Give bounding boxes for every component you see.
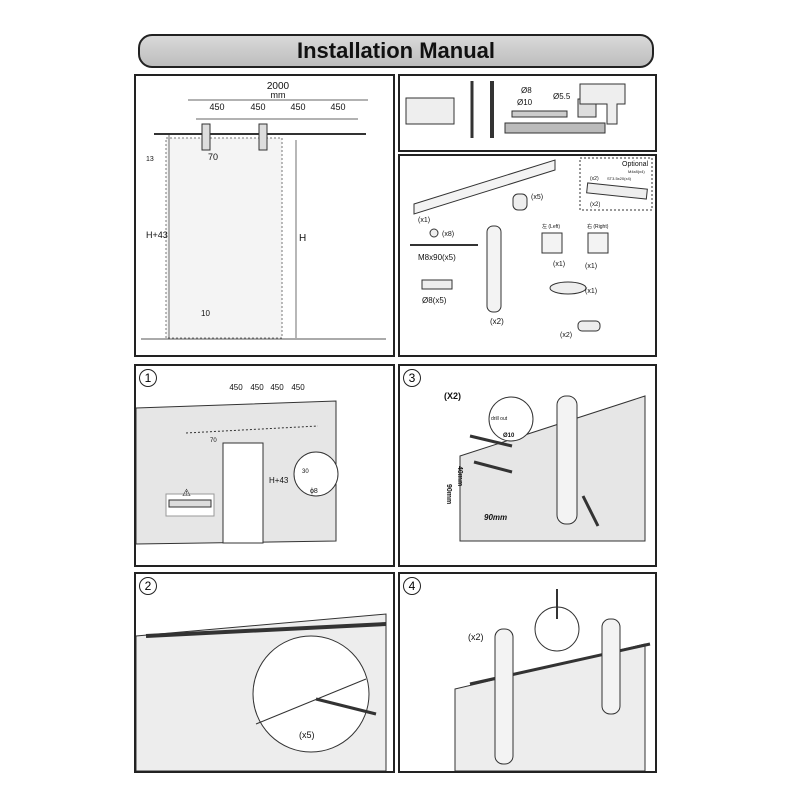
hanger-qty: (x2) [490, 317, 504, 326]
wrench-icon [511, 110, 568, 118]
stop-right-part [587, 232, 609, 254]
height-label: H+43 [269, 476, 289, 485]
drill-bit-label: Ø8 [521, 86, 532, 95]
power-drill-icon [579, 83, 626, 125]
rail-qty: (x1) [418, 217, 430, 224]
offset-70-label: 70 [210, 438, 217, 444]
detail-magnifier [293, 451, 339, 497]
drill-size-label: Ø10 [503, 433, 515, 439]
washer-qty: (x8) [442, 231, 454, 238]
drill-bit-label: Ø10 [517, 98, 533, 107]
hanger [494, 628, 514, 765]
offset-13-label: 13 [146, 156, 154, 163]
hanger [556, 395, 578, 525]
step-number: 3 [403, 369, 421, 387]
toolbox-icon [405, 97, 455, 125]
rail-part [413, 159, 556, 215]
spacing-label: 450 [270, 383, 284, 392]
hanger [601, 618, 621, 715]
parts-panel: Optional (x2) ST3.5x20(x4) M4x8(x4) (x2)… [398, 154, 657, 357]
spacing-label: 450 [250, 383, 264, 392]
lag-bolt-icon [315, 697, 377, 716]
door-outline [165, 137, 283, 339]
anchor-label: Ø8(x5) [422, 296, 447, 305]
spacer-qty: (x5) [531, 194, 543, 201]
step-number: 2 [139, 577, 157, 595]
optional-parts-box [579, 157, 653, 211]
anchor-part [421, 279, 453, 290]
bolt-icon [469, 434, 513, 448]
depth-label: 30 [302, 469, 309, 475]
optional-screw-label: ST3.5x20(x4) [607, 176, 632, 181]
optional-label: Optional [622, 161, 649, 168]
total-length-label: 2000 [267, 81, 290, 92]
level-icon [168, 499, 212, 508]
spacer-part [512, 193, 528, 211]
step-3-panel: (X2) drill out Ø10 40mm 90mm 90mm 3 [398, 364, 657, 567]
step-1-panel: 450 450 450 450 70 H+43 30 ϕ8 ⚠ 1 [134, 364, 395, 567]
dim-90-vertical-label: 90mm [445, 484, 452, 504]
spacing-label: 450 [229, 383, 243, 392]
floor-guide-part [549, 281, 587, 295]
spacing-label: 450 [209, 102, 224, 112]
wrench-icon [581, 495, 600, 527]
bolt-label: M8x90(x5) [418, 253, 456, 262]
overview-dimensions-panel: 2000 mm 450 450 450 450 13 70 H+43 H 10 [134, 74, 395, 357]
quantity-label: (X2) [444, 391, 461, 401]
stop-left-part [541, 232, 563, 254]
drill-size-label: ϕ8 [310, 488, 318, 495]
quantity-label: (x2) [468, 632, 484, 642]
optional-bracket-qty: (x2) [590, 202, 600, 208]
spacing-label: 450 [290, 102, 305, 112]
unit-label: mm [271, 90, 286, 100]
step-number: 4 [403, 577, 421, 595]
drill-out-label: drill out [491, 416, 508, 422]
rail [145, 622, 387, 638]
dim-40-label: 40mm [456, 466, 463, 486]
step-2-panel: (x5) 2 [134, 572, 395, 773]
drill-bit-label: Ø5.5 [553, 92, 571, 101]
stop-left-label: 左 (Left) [542, 223, 560, 230]
stop-right-label: 右 (Right) [587, 223, 609, 230]
page-title: Installation Manual [138, 34, 654, 68]
door-stopper-part [577, 320, 601, 332]
stop-right-qty: (x1) [585, 263, 597, 270]
stopper-qty: (x2) [560, 332, 572, 339]
warning-icon: ⚠ [182, 488, 191, 499]
bolt-icon [473, 460, 513, 474]
washer-part [429, 228, 439, 238]
guide-qty: (x1) [585, 288, 597, 295]
stop-left-qty: (x1) [553, 261, 565, 268]
drill-detail-magnifier [488, 396, 534, 442]
quantity-label: (x5) [299, 730, 315, 740]
hanger-part [486, 225, 502, 313]
floor-gap-label: 10 [201, 309, 210, 318]
doorway [222, 442, 264, 544]
dim-90-horizontal-label: 90mm [484, 513, 507, 522]
spirit-level-icon [504, 122, 606, 134]
step-4-panel: (x2) 4 [398, 572, 657, 773]
spacing-label: 450 [291, 383, 305, 392]
spacing-label: 450 [330, 102, 345, 112]
spacing-label: 450 [250, 102, 265, 112]
detail-magnifier [252, 635, 370, 753]
door-height-label: H [299, 233, 306, 244]
rail-height-label: H+43 [146, 230, 168, 240]
optional-qty: (x2) [590, 176, 599, 182]
door-panel [459, 395, 646, 542]
offset-70-label: 70 [208, 152, 218, 162]
step-number: 1 [139, 369, 157, 387]
tools-panel: Ø8 Ø10 Ø5.5 [398, 74, 657, 152]
optional-small-label: M4x8(x4) [628, 169, 645, 174]
